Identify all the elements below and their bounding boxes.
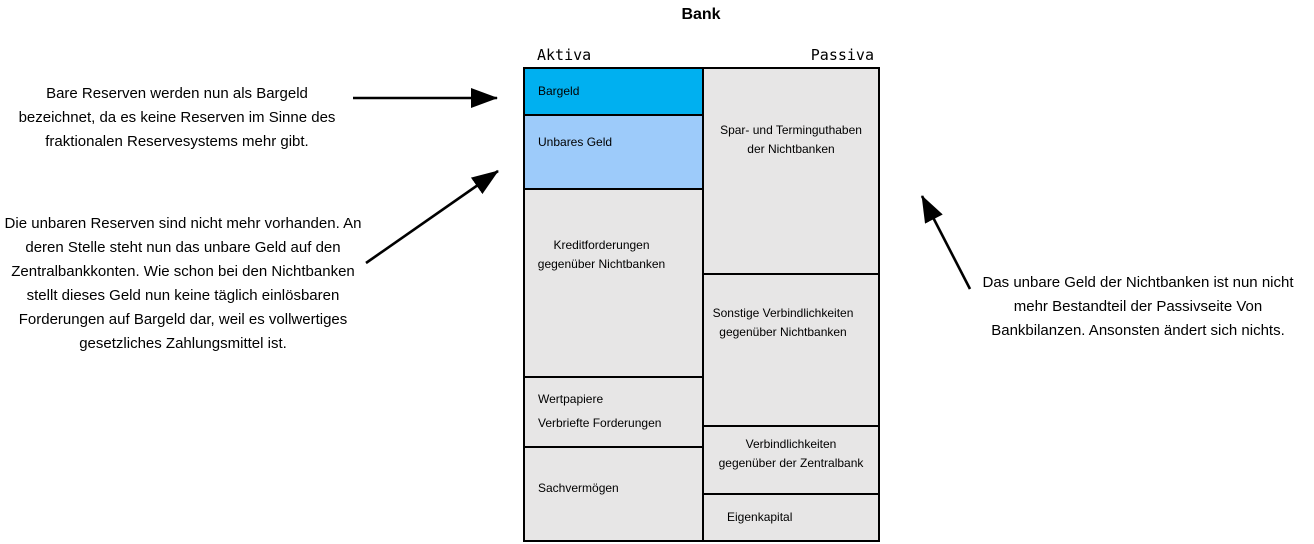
arrow-to-passiva bbox=[920, 195, 972, 290]
asset-label: Sachvermögen bbox=[538, 480, 619, 495]
liability-label-line: Verbindlichkeiten bbox=[745, 437, 837, 451]
liability-cell-sonstige-verbindlichkeiten: Sonstige Verbindlichkeiten gegenüber Nic… bbox=[704, 275, 878, 427]
liability-label-line: der Nichtbanken bbox=[747, 142, 835, 156]
asset-label-line: Wertpapiere bbox=[538, 392, 604, 406]
annotation-line: nicht mehr Bestandteil der Passivseite bbox=[1013, 274, 1294, 315]
liability-cell-verbindlichkeiten-zentralbank: Verbindlichkeiten gegenüber der Zentralb… bbox=[704, 427, 878, 495]
asset-label-line: gegenüber Nichtbanken bbox=[537, 257, 666, 271]
annotation-line: Bare Reserven werden nun als Bargeld bez… bbox=[18, 85, 308, 126]
liability-label-line: gegenüber der Zentralbank bbox=[718, 456, 864, 470]
liability-cell-eigenkapital: Eigenkapital bbox=[704, 495, 878, 540]
annotation-line: vollwertiges gesetzliches Zahlungsmittel… bbox=[79, 311, 348, 352]
annotation-line: An deren Stelle steht nun das unbare Gel… bbox=[25, 215, 362, 256]
liability-label-line: Spar- und Terminguthaben bbox=[720, 123, 862, 137]
annotation-bargeld: Bare Reserven werden nun als Bargeld bez… bbox=[7, 82, 347, 154]
annotation-unbares-geld: Die unbaren Reserven sind nicht mehr vor… bbox=[2, 212, 364, 356]
annotation-line: Die unbaren Reserven sind nicht mehr vor… bbox=[4, 215, 340, 232]
asset-cell-kreditforderungen: Kreditforderungen gegenüber Nichtbanken bbox=[525, 190, 702, 378]
annotation-line: da es keine Reserven im Sinne des frakti… bbox=[45, 109, 336, 150]
asset-cell-sachvermoegen: Sachvermögen bbox=[525, 448, 702, 540]
annotation-line: stellt dieses Geld nun keine täglich ein… bbox=[26, 287, 340, 304]
liabilities-column: Spar- und Terminguthaben der Nichtbanken… bbox=[702, 67, 880, 542]
annotation-line: Zentralbankkonten. Wie schon bei den Nic… bbox=[11, 263, 355, 280]
liability-label-line: Sonstige Verbindlichkeiten bbox=[712, 306, 854, 320]
asset-cell-bargeld: Bargeld bbox=[525, 69, 702, 116]
asset-cell-wertpapiere: Wertpapiere Verbriefte Forderungen bbox=[525, 378, 702, 448]
liability-cell-spar-terminguthaben: Spar- und Terminguthaben der Nichtbanken bbox=[704, 69, 878, 275]
annotation-line: Reservesystems mehr gibt. bbox=[127, 133, 309, 150]
passiva-column-header: Passiva bbox=[810, 46, 874, 64]
liability-label-line: gegenüber Nichtbanken bbox=[719, 325, 847, 339]
annotation-line: Forderungen auf Bargeld dar, weil es bbox=[18, 311, 265, 328]
annotation-line: Von Bankbilanzen. Ansonsten ändert sich … bbox=[991, 298, 1285, 339]
arrow-to-unbares-geld bbox=[365, 169, 499, 265]
assets-column: Bargeld Unbares Geld Kreditforderungen g… bbox=[523, 67, 704, 542]
page-title: Bank bbox=[681, 6, 721, 23]
annotation-line: Das unbare Geld der Nichtbanken ist nun bbox=[982, 274, 1258, 291]
asset-label: Bargeld bbox=[538, 84, 580, 98]
aktiva-column-header: Aktiva bbox=[537, 46, 592, 64]
asset-label: Unbares Geld bbox=[538, 135, 613, 149]
asset-label-line: Verbriefte Forderungen bbox=[538, 416, 662, 430]
annotation-passivseite: Das unbare Geld der Nichtbanken ist nun … bbox=[967, 271, 1309, 343]
asset-label-line: Kreditforderungen bbox=[553, 238, 650, 252]
liability-label: Eigenkapital bbox=[727, 510, 793, 524]
asset-cell-unbares-geld: Unbares Geld bbox=[525, 116, 702, 190]
